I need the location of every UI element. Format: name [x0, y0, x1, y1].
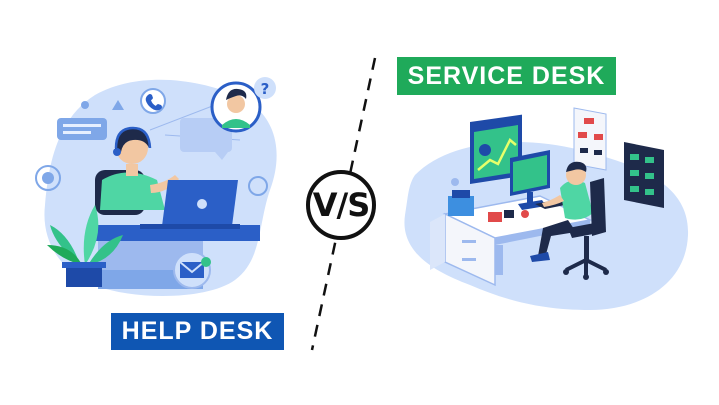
help-desk-label: HELP DESK [111, 313, 284, 350]
svg-text:?: ? [261, 80, 270, 98]
mail-icon [173, 251, 211, 289]
deco-ring [248, 176, 268, 196]
phone-icon [140, 88, 166, 114]
deco-dot [42, 172, 54, 184]
chat-bubble-icon [57, 118, 107, 140]
filing-cabinet-icon [430, 190, 496, 287]
office-chair-icon [563, 178, 609, 280]
question-icon: ? [254, 77, 276, 99]
desk-item [488, 212, 502, 222]
deco-triangle [112, 100, 124, 110]
status-board [624, 142, 664, 208]
service-desk-label: SERVICE DESK [397, 57, 616, 95]
help-desk-agent [95, 126, 179, 215]
service-desk-agent [530, 161, 593, 262]
user-avatar-bubble [149, 81, 262, 160]
org-chart-board [573, 107, 607, 171]
desk-monitor [510, 150, 550, 210]
monitor-chart-icon [470, 114, 522, 184]
plant-icon [47, 205, 123, 287]
versus-badge: V/S [306, 170, 376, 240]
help-desk-scene: ? [35, 77, 277, 296]
service-desk-scene [404, 107, 689, 310]
laptop-icon [140, 180, 240, 229]
deco-dot [81, 101, 89, 109]
deco-ring [35, 165, 61, 191]
